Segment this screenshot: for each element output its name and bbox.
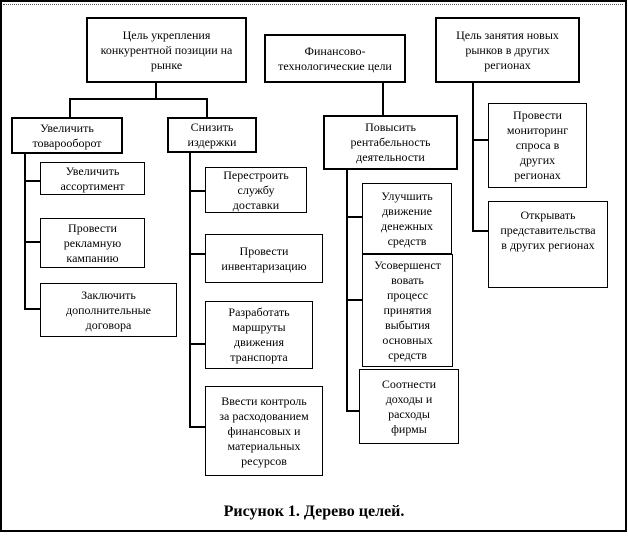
connector-stub (191, 253, 205, 255)
node-transport-routes: Разработать маршруты движения транспорта (205, 301, 313, 369)
connector-stub (348, 410, 360, 412)
connector-riser (382, 83, 384, 115)
node-goal-strengthen-competitive-position: Цель укрепления конкурентной позиции на … (86, 17, 247, 83)
connector-spine (24, 154, 26, 310)
node-open-representative-offices: Открывать представительства в других рег… (488, 201, 608, 288)
connector-stub (26, 241, 40, 243)
node-reduce-costs: Снизить издержки (167, 117, 257, 153)
node-additional-contracts: Заключить дополнительные договора (40, 283, 177, 337)
node-improve-cash-flow: Улучшить движение денежных средств (362, 183, 452, 254)
node-improve-asset-disposal-process: Усовершенст вовать процесс принятия выбы… (362, 254, 453, 367)
connector-stub (348, 216, 362, 218)
node-inventory-check: Провести инвентаризацию (205, 234, 323, 283)
node-advertising-campaign: Провести рекламную кампанию (40, 218, 145, 268)
node-match-income-expenses: Соотнести доходы и расходы фирмы (359, 369, 459, 444)
node-expand-assortment: Увеличить ассортимент (40, 162, 145, 195)
connector-stub (474, 139, 488, 141)
node-rebuild-delivery-service: Перестроить службу доставки (205, 167, 307, 213)
node-increase-profitability: Повысить рентабельность деятельности (323, 115, 458, 170)
connector-stub (26, 308, 40, 310)
figure-caption: Рисунок 1. Дерево целей. (223, 503, 405, 520)
connector-spine (346, 170, 348, 412)
connector-spine (189, 153, 191, 428)
connector-stub (191, 343, 205, 345)
connector-drop (69, 100, 71, 117)
connector-riser (155, 83, 157, 100)
node-goal-new-markets: Цель занятия новых рынков в других регио… (435, 17, 580, 83)
connector-horizontal (69, 98, 208, 100)
node-demand-monitoring: Провести мониторинг спроса в других реги… (488, 103, 587, 188)
connector-drop (206, 100, 208, 117)
node-increase-turnover: Увеличить товарооборот (11, 117, 123, 154)
connector-stub (191, 426, 205, 428)
connector-stub (474, 230, 488, 232)
node-financial-technological-goals: Финансово- технологические цели (264, 34, 406, 83)
connector-spine (472, 83, 474, 232)
connector-stub (191, 190, 205, 192)
frame-dotted-line (3, 4, 623, 5)
connector-stub (348, 299, 362, 301)
connector-stub (26, 180, 40, 182)
node-spending-control: Ввести контроль за расходованием финансо… (205, 386, 323, 476)
